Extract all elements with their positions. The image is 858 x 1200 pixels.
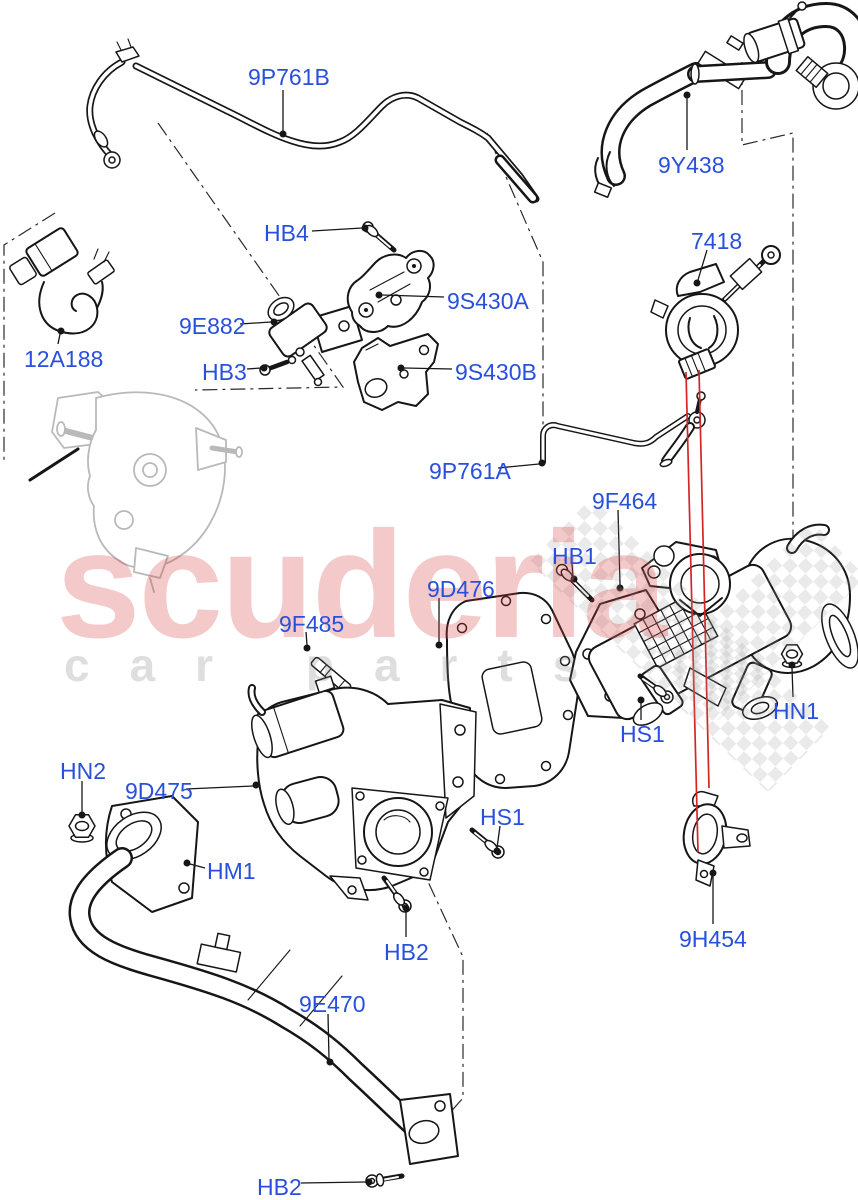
bolt-HB4 bbox=[362, 221, 397, 253]
part-label-HS1-right[interactable]: HS1 bbox=[620, 721, 665, 747]
part-label-HS1-left[interactable]: HS1 bbox=[480, 804, 525, 830]
part-label-9Y438[interactable]: 9Y438 bbox=[658, 152, 725, 178]
part-label-HB2-bottom[interactable]: HB2 bbox=[257, 1174, 302, 1200]
gasket-9D476 bbox=[445, 591, 580, 789]
part-label-HB2-mid[interactable]: HB2 bbox=[384, 939, 429, 965]
part-label-12A188[interactable]: 12A188 bbox=[24, 346, 104, 372]
bolt-HS1-right bbox=[637, 673, 674, 704]
part-label-9D476[interactable]: 9D476 bbox=[427, 576, 495, 602]
part-label-9S430A[interactable]: 9S430A bbox=[447, 288, 529, 314]
part-label-HN1[interactable]: HN1 bbox=[773, 698, 820, 724]
part-label-9E882[interactable]: 9E882 bbox=[179, 313, 246, 339]
part-label-9E470[interactable]: 9E470 bbox=[299, 991, 366, 1017]
part-label-9F485[interactable]: 9F485 bbox=[279, 611, 345, 637]
part-label-9H454[interactable]: 9H454 bbox=[679, 926, 747, 952]
part-label-HB1[interactable]: HB1 bbox=[552, 543, 597, 569]
plate-9S430B bbox=[353, 333, 439, 411]
part-label-HN2[interactable]: HN2 bbox=[60, 758, 107, 784]
leader-lines bbox=[57, 90, 796, 1186]
turbo-elbow bbox=[687, 1, 858, 110]
egr-cooler-9F464 bbox=[569, 523, 858, 726]
nut-HN2 bbox=[68, 813, 96, 843]
tube-9P761B bbox=[86, 38, 540, 204]
bolt-HS1-left bbox=[469, 827, 505, 859]
part-label-HM1[interactable]: HM1 bbox=[207, 858, 256, 884]
part-label-HB3[interactable]: HB3 bbox=[202, 359, 247, 385]
part-label-9D475[interactable]: 9D475 bbox=[125, 778, 193, 804]
part-label-9S430B[interactable]: 9S430B bbox=[455, 359, 537, 385]
gasket-9H454 bbox=[682, 790, 751, 887]
actuator-7418 bbox=[650, 245, 781, 380]
part-label-7418[interactable]: 7418 bbox=[691, 228, 743, 254]
fuel-pump-reference bbox=[51, 391, 243, 593]
egr-valve-9D475 bbox=[247, 675, 477, 901]
solenoid-12A188 bbox=[9, 227, 115, 335]
part-label-9P761B[interactable]: 9P761B bbox=[248, 64, 330, 90]
reference-lines bbox=[3, 62, 794, 1117]
hose-9Y438 bbox=[593, 35, 747, 199]
part-label-HB4[interactable]: HB4 bbox=[264, 220, 309, 246]
part-label-9F464[interactable]: 9F464 bbox=[592, 488, 658, 514]
pipe-9E470 bbox=[68, 795, 459, 1165]
bracket-9S430A bbox=[346, 250, 435, 333]
highlight-lines bbox=[685, 369, 710, 853]
tube-9P761A bbox=[540, 391, 706, 468]
valve-9E882 bbox=[267, 296, 363, 387]
part-label-9P761A[interactable]: 9P761A bbox=[429, 458, 511, 484]
